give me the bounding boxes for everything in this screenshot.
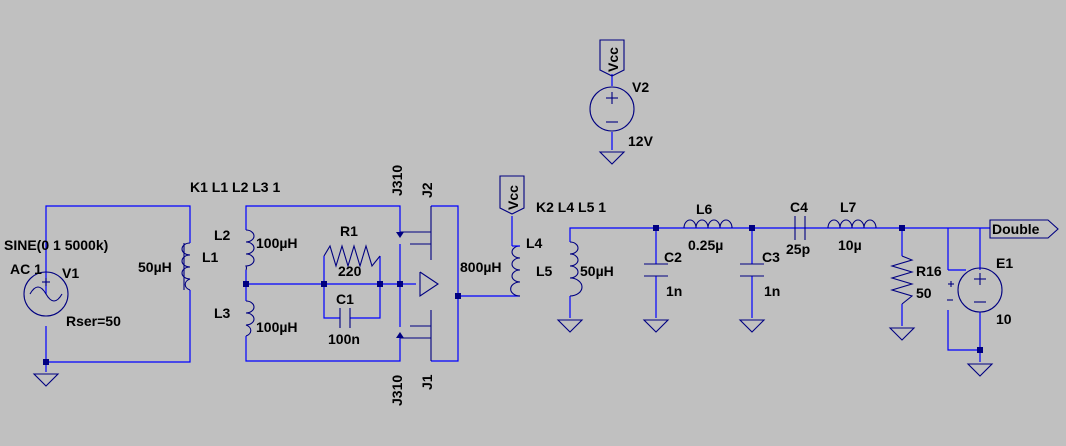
- v1-sine-source[interactable]: [23, 271, 69, 317]
- c1-value-label: 100n: [328, 331, 360, 347]
- l6-name-label: L6: [696, 201, 713, 217]
- v1-name-label: V1: [62, 265, 79, 281]
- l3-value-label: 100µH: [256, 319, 298, 335]
- e1-controlled-source[interactable]: [947, 267, 1003, 313]
- l5-value-label: 50µH: [580, 263, 614, 279]
- coupling-k1-label: K1 L1 L2 L3 1: [190, 179, 280, 195]
- inductor-l1[interactable]: [181, 242, 191, 291]
- jfet-j1[interactable]: [396, 310, 432, 361]
- c1-name-label: C1: [336, 291, 354, 307]
- jfet-j2[interactable]: [396, 206, 432, 260]
- ground-symbols: [32, 151, 994, 387]
- c2-value-label: 1n: [666, 283, 682, 299]
- l5-name-label: L5: [536, 263, 553, 279]
- capacitor-c4[interactable]: [794, 216, 806, 240]
- c2-name-label: C2: [664, 249, 682, 265]
- l4-value-label: 800µH: [460, 259, 502, 275]
- j2-model-label: J310: [389, 165, 405, 196]
- double-output-flag[interactable]: [989, 219, 1059, 239]
- e1-name-label: E1: [996, 255, 1013, 271]
- j1-model-label: J310: [389, 375, 405, 406]
- l1-name-label: L1: [202, 249, 219, 265]
- coupling-k2-label: K2 L4 L5 1: [536, 199, 606, 215]
- v1-rser-label: Rser=50: [66, 313, 121, 329]
- l6-value-label: 0.25µ: [688, 237, 723, 253]
- r16-name-label: R16: [916, 263, 942, 279]
- vcc-top-label: Vcc: [605, 47, 621, 72]
- inductor-l6[interactable]: [683, 219, 733, 229]
- c4-value-label: 25p: [786, 241, 810, 257]
- resistor-r1[interactable]: [323, 244, 381, 268]
- r1-value-label: 220: [338, 263, 362, 279]
- labels: K1 L1 L2 L3 1 K2 L4 L5 1 SINE(0 1 5000k)…: [4, 47, 1040, 406]
- l3-name-label: L3: [214, 305, 231, 321]
- v2-dc-source[interactable]: [589, 86, 635, 132]
- l2-name-label: L2: [214, 227, 231, 243]
- resistor-r16[interactable]: [890, 255, 914, 305]
- vcc-flag-top[interactable]: [599, 39, 625, 77]
- j2-name-label: J2: [419, 182, 435, 198]
- double-output-label: Double: [992, 221, 1040, 237]
- inductor-l5[interactable]: [569, 241, 583, 297]
- c4-name-label: C4: [790, 199, 808, 215]
- e1-value-label: 10: [996, 311, 1012, 327]
- v1-function-label: SINE(0 1 5000k): [4, 237, 108, 253]
- capacitor-c2[interactable]: [644, 263, 668, 277]
- l4-name-label: L4: [526, 235, 543, 251]
- v1-ac-label: AC 1: [10, 261, 42, 277]
- j1-name-label: J1: [419, 374, 435, 390]
- inductor-l3[interactable]: [245, 300, 255, 337]
- l2-value-label: 100µH: [256, 235, 298, 251]
- l7-value-label: 10µ: [838, 237, 862, 253]
- v2-name-label: V2: [632, 79, 649, 95]
- v2-value-label: 12V: [628, 133, 654, 149]
- r1-name-label: R1: [340, 223, 358, 239]
- l7-name-label: L7: [840, 199, 857, 215]
- jfet-gate-arrow: [419, 271, 439, 298]
- l1-value-label: 50µH: [138, 259, 172, 275]
- c3-name-label: C3: [762, 249, 780, 265]
- inductor-l2[interactable]: [245, 229, 255, 271]
- capacitor-c3[interactable]: [740, 263, 764, 277]
- inductor-l7[interactable]: [827, 219, 877, 229]
- inductor-l4[interactable]: [510, 245, 521, 297]
- vcc-flag-mid[interactable]: [499, 175, 525, 215]
- wires: [45, 74, 990, 372]
- vcc-mid-label: Vcc: [505, 185, 521, 210]
- c3-value-label: 1n: [764, 283, 780, 299]
- capacitor-c1[interactable]: [339, 308, 351, 328]
- r16-value-label: 50: [916, 285, 932, 301]
- junction-dots: [43, 225, 983, 365]
